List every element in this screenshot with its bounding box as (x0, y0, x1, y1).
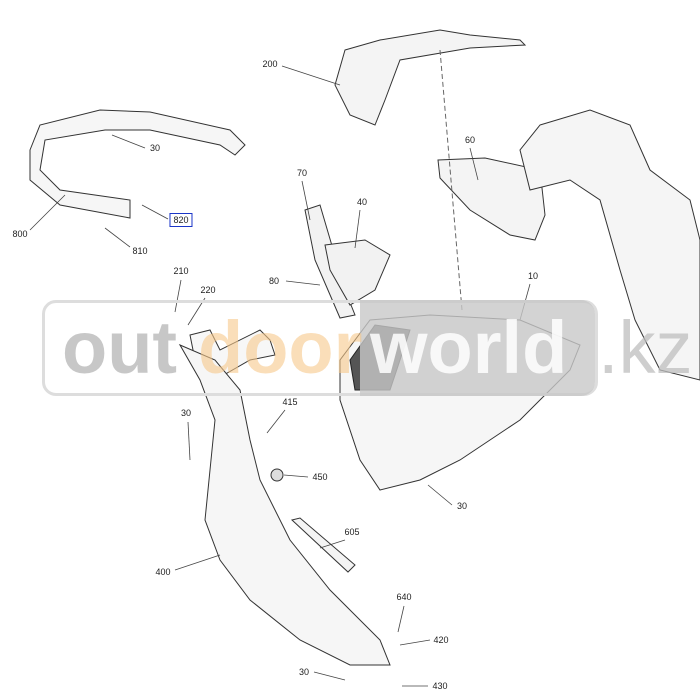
watermark-world: world (370, 306, 568, 389)
watermark-block (360, 300, 595, 396)
part-400 (178, 343, 391, 666)
callout-10: 10 (527, 271, 539, 281)
callout-30: 30 (298, 667, 310, 677)
callout-30: 30 (180, 408, 192, 418)
part-800 (29, 109, 246, 219)
callout-60: 60 (464, 135, 476, 145)
watermark-kz: .kz (598, 306, 693, 389)
callout-30: 30 (149, 143, 161, 153)
watermark-frame (42, 300, 598, 396)
callout-40: 40 (356, 197, 368, 207)
watermark-door: door (198, 306, 363, 389)
callout-800: 800 (12, 229, 28, 239)
part-40 (324, 239, 391, 306)
part-side-panel (519, 109, 700, 381)
part-60 (437, 157, 546, 241)
callout-30: 30 (456, 501, 468, 511)
callout-420: 420 (433, 635, 449, 645)
callout-810: 810 (132, 246, 148, 256)
callout-80: 80 (268, 276, 280, 286)
part-605 (290, 517, 356, 573)
callout-220: 220 (200, 285, 216, 295)
callout-200: 200 (262, 59, 278, 69)
callout-430: 430 (432, 681, 448, 691)
callout-415: 415 (282, 397, 298, 407)
callout-820-highlighted[interactable]: 820 (169, 213, 193, 227)
callout-450: 450 (312, 472, 328, 482)
callout-640: 640 (396, 592, 412, 602)
callout-400: 400 (155, 567, 171, 577)
callout-605: 605 (344, 527, 360, 537)
watermark-out: out (62, 306, 178, 389)
part-450 (270, 468, 284, 482)
callout-70: 70 (296, 168, 308, 178)
part-200 (334, 29, 527, 126)
callout-210: 210 (173, 266, 189, 276)
